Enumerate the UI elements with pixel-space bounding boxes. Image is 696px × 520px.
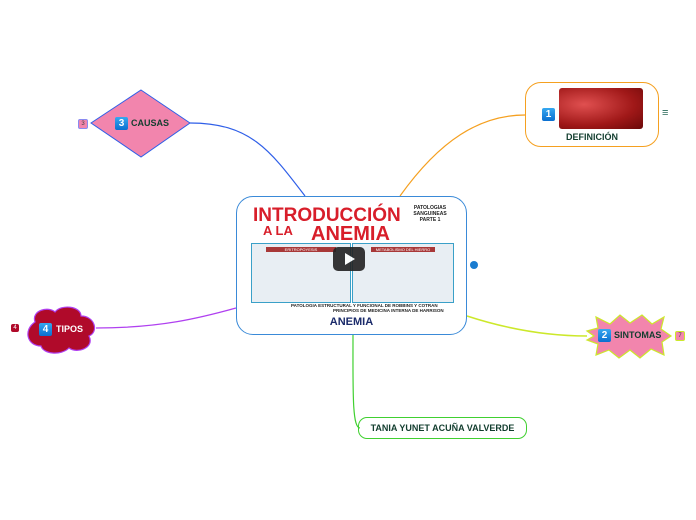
topic-tipos-shape[interactable] — [23, 304, 99, 354]
play-icon[interactable] — [333, 247, 365, 271]
thumb-ref2: PRINCIPIOS DE MEDICINA INTERNA DE HARRIS… — [333, 308, 444, 313]
central-topic[interactable]: INTRODUCCIÓN A LA ANEMIA PATOLOGIAS SANG… — [236, 196, 467, 335]
thumb-panel-right: METABOLISMO DEL HIERRO — [352, 243, 454, 303]
thumb-series: PATOLOGIAS SANGUINEAS PARTE 1 — [413, 205, 447, 223]
author-label: TANIA YUNET ACUÑA VALVERDE — [370, 423, 515, 433]
notes-icon[interactable]: ≡ — [662, 107, 669, 119]
thumb-title-2b: ANEMIA — [311, 223, 390, 245]
topic-sintomas-shape[interactable] — [584, 314, 674, 360]
author-topic[interactable]: TANIA YUNET ACUÑA VALVERDE — [358, 417, 527, 439]
topic-label: DEFINICIÓN — [565, 132, 618, 142]
topic-label-causas[interactable]: CAUSAS — [131, 118, 170, 128]
topic-number-badge: 2 — [598, 329, 611, 342]
collapsed-count-badge[interactable]: 3 — [78, 119, 88, 129]
topic-number-badge: 3 — [115, 117, 128, 130]
topic-label-tipos[interactable]: TIPOS — [56, 324, 84, 334]
collapsed-count-badge[interactable]: 4 — [11, 324, 19, 332]
topic-label-sintomas[interactable]: SINTOMAS — [614, 330, 662, 340]
panel-right-title: METABOLISMO DEL HIERRO — [371, 247, 435, 252]
topic-definicion[interactable]: 1 DEFINICIÓN — [525, 82, 659, 147]
thumb-title: INTRODUCCIÓN — [253, 205, 401, 226]
topic-number-badge: 4 — [39, 323, 52, 336]
thumb-title-2a: A LA — [263, 223, 293, 238]
thumb-ref1: PATOLOGIA ESTRUCTURAL Y FUNCIONAL DE ROB… — [291, 303, 438, 308]
central-label: ANEMIA — [329, 316, 374, 328]
link-icon[interactable] — [470, 261, 478, 269]
panel-left-title: ERITROPOYESIS — [266, 247, 336, 252]
video-thumbnail[interactable]: INTRODUCCIÓN A LA ANEMIA PATOLOGIAS SANG… — [251, 201, 454, 313]
collapsed-count-badge[interactable]: 7 — [675, 331, 685, 341]
blood-cells-image — [559, 88, 643, 129]
thumb-panel-left: ERITROPOYESIS — [251, 243, 351, 303]
topic-number-badge: 1 — [542, 108, 555, 121]
topic-causas-shape[interactable] — [90, 89, 192, 159]
